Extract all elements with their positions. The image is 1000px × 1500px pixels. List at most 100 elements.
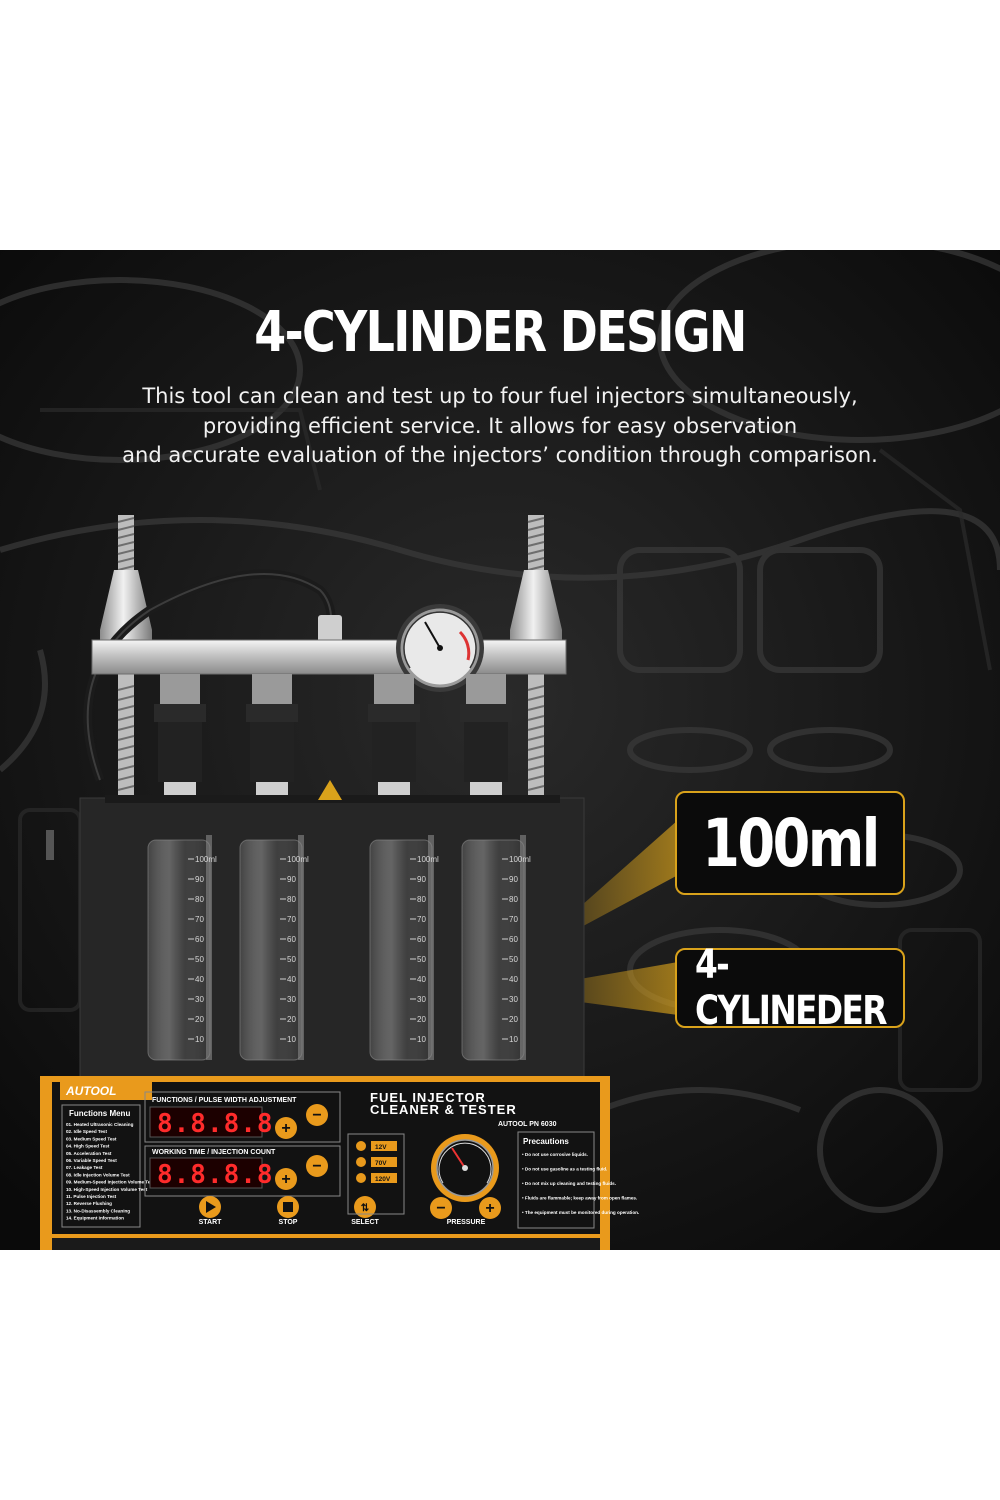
menu-item: 08. Idle Injection Volume Test [66, 1172, 130, 1177]
tube-scale-label: 50 [509, 955, 518, 964]
voltage-led [356, 1141, 366, 1151]
injector-3 [368, 674, 420, 826]
tube-scale-label: 60 [417, 935, 426, 944]
measuring-tube-2 [239, 835, 304, 1061]
menu-item: 03. Medium Speed Test [66, 1136, 117, 1141]
tube-scale-label: 100ml [287, 855, 309, 864]
tube-scale-label: 20 [509, 1015, 518, 1024]
display-top [149, 1106, 263, 1138]
display-bottom-value: 8.8.8.8 [157, 1160, 274, 1190]
callout-beam-cylinders [505, 962, 678, 1015]
start-button[interactable] [199, 1196, 221, 1218]
brand-badge [60, 1080, 152, 1100]
display-bottom [149, 1157, 263, 1189]
precaution-item: • Do not use gasoline as a testing fluid… [522, 1167, 607, 1172]
precaution-item: • The equipment must be monitored during… [522, 1210, 639, 1215]
precautions-title: Precautions [523, 1137, 569, 1146]
display-top-value: 8.8.8.8 [157, 1109, 274, 1139]
injector-cleaner-machine: 100ml 90 80 70 60 50 40 30 20 10 100ml 90 80 70 60 50 40… [40, 515, 678, 1250]
menu-item: 06. Variable Speed Test [66, 1158, 117, 1163]
tube-scale-label: 50 [287, 955, 296, 964]
product-banner: 4-CYLINDER DESIGN This tool can clean an… [0, 250, 1000, 1250]
tube-scale-label: 10 [509, 1035, 518, 1044]
svg-text:+: + [485, 1200, 494, 1217]
menu-item: 09. Medium-Speed Injection Volume Test [66, 1180, 155, 1185]
tube-scale-label: 70 [287, 915, 296, 924]
callout-volume: 100ml [675, 791, 905, 895]
description: This tool can clean and test up to four … [60, 382, 940, 471]
functions-section-box [144, 1091, 341, 1143]
tube-scale-label: 40 [509, 975, 518, 984]
panel-model: AUTOOL PN 6030 [498, 1121, 557, 1128]
working-header: WORKING TIME / INJECTION COUNT [152, 1149, 276, 1156]
stop-button[interactable] [277, 1196, 299, 1218]
tube-scale-label: 10 [287, 1035, 296, 1044]
voltage-tag [371, 1173, 397, 1183]
control-panel [52, 1082, 600, 1234]
minus-button-bottom[interactable]: − [306, 1155, 328, 1177]
voltage-box [347, 1133, 405, 1215]
panel-title-line-1: FUEL INJECTOR [370, 1090, 486, 1105]
tube-scale-label: 90 [509, 875, 518, 884]
minus-button-top[interactable]: − [306, 1104, 328, 1126]
plus-button-top[interactable]: + [275, 1117, 297, 1139]
svg-text:+: + [281, 1171, 290, 1188]
description-line-3: and accurate evaluation of the injectors… [122, 443, 878, 467]
menu-item: 11. Pulse Injection Test [66, 1194, 117, 1199]
menu-item: 13. No-Disassembly Cleaning [66, 1208, 130, 1213]
measuring-tube-1 [147, 835, 212, 1061]
tube-scale-label: 100ml [417, 855, 439, 864]
pressure-minus-button[interactable]: − [430, 1197, 452, 1219]
description-line-1: This tool can clean and test up to four … [142, 384, 858, 408]
tube-scale-label: 70 [417, 915, 426, 924]
start-label: START [199, 1219, 223, 1226]
select-label: SELECT [351, 1219, 379, 1226]
functions-menu-title: Functions Menu [69, 1109, 130, 1118]
measuring-tube-4 [461, 835, 526, 1061]
tube-scale-label: 90 [195, 875, 204, 884]
callout-cylinders: 4-CYLINEDER [675, 942, 905, 1034]
menu-item: 02. Idle Speed Test [66, 1129, 107, 1134]
tube-scale-labels: 100ml 90 80 70 60 50 40 30 20 10 100ml 90 80 70 60 50 40… [188, 855, 531, 1044]
pressure-plus-button[interactable]: + [479, 1197, 501, 1219]
menu-item: 10. High-Speed Injection Volume Test [66, 1187, 148, 1192]
select-button[interactable]: ⇅ [354, 1196, 376, 1218]
menu-item: 04. High Speed Test [66, 1144, 110, 1149]
voltage-tag [371, 1141, 397, 1151]
precaution-item: • Do not mix up cleaning and testing flu… [522, 1181, 616, 1186]
menu-item: 05. Acceleration Test [66, 1151, 112, 1156]
tube-scale-label: 60 [509, 935, 518, 944]
pressure-label: PRESSURE [447, 1219, 486, 1226]
tube-scale-label: 80 [195, 895, 204, 904]
page-title: 4-CYLINDER DESIGN [254, 300, 747, 365]
menu-item: 14. Equipment Information [66, 1216, 124, 1221]
tube-scale-label: 70 [509, 915, 518, 924]
callout-volume-text: 100ml [702, 804, 880, 882]
precaution-item: • Fluids are flammable; keep away from o… [522, 1196, 637, 1201]
tube-scale-label: 100ml [195, 855, 217, 864]
hose-fitting [318, 615, 342, 643]
tube-scale-label: 80 [509, 895, 518, 904]
precaution-item: • Do not use corrosive liquids. [522, 1152, 588, 1157]
svg-text:⇅: ⇅ [361, 1203, 370, 1214]
fuel-rail [91, 639, 567, 675]
working-section-box [144, 1145, 341, 1197]
functions-header: FUNCTIONS / PULSE WIDTH ADJUSTMENT [152, 1097, 297, 1104]
menu-item: 12. Reverse Flushing [66, 1201, 112, 1206]
tube-scale-label: 30 [509, 995, 518, 1004]
description-line-2: providing efficient service. It allows f… [202, 413, 798, 438]
precautions-box [517, 1131, 595, 1229]
tube-scale-label: 90 [287, 875, 296, 884]
svg-text:+: + [281, 1120, 290, 1137]
plus-button-bottom[interactable]: + [275, 1168, 297, 1190]
cone-knob-right [510, 570, 562, 642]
voltage-label: 120V [375, 1176, 391, 1183]
svg-text:−: − [312, 1158, 321, 1175]
precautions-list: • Do not use corrosive liquids. • Do not … [522, 1152, 639, 1215]
voltage-led [356, 1173, 366, 1183]
brand-logo: AUTOOL [65, 1084, 116, 1098]
measuring-tube-3 [369, 835, 434, 1061]
tube-scale-label: 40 [287, 975, 296, 984]
rail-pressure-gauge [396, 604, 484, 692]
